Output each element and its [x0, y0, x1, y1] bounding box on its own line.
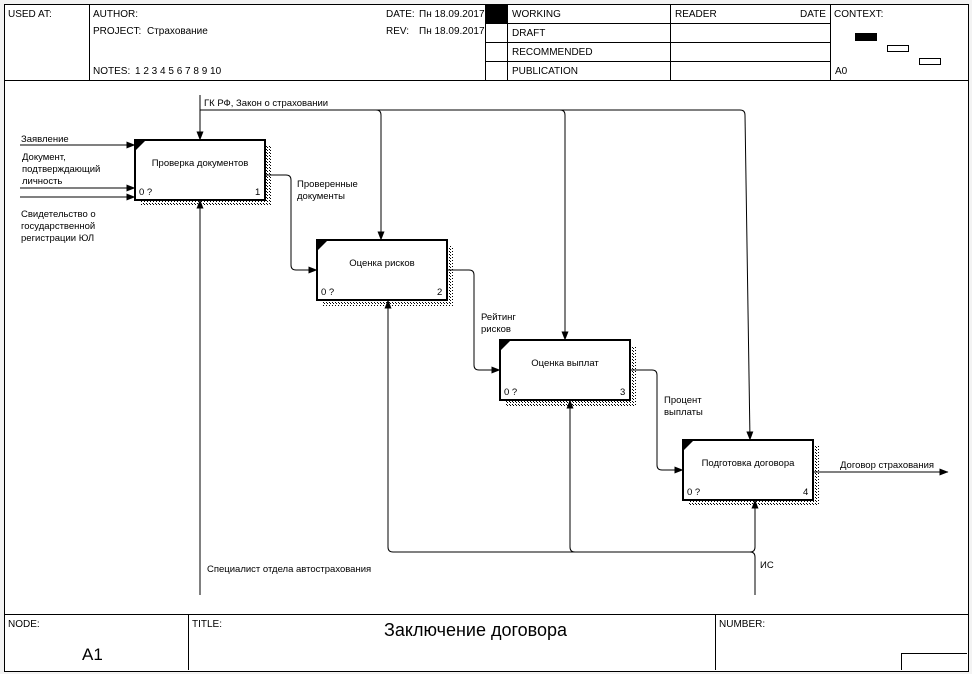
node-label: NODE:: [8, 619, 40, 630]
context-box-active: [855, 33, 877, 41]
node-value: A1: [82, 645, 103, 664]
project-value: Страхование: [147, 26, 208, 37]
box-4-title: Подготовка договора: [701, 458, 795, 469]
activity-box-1[interactable]: [134, 139, 266, 201]
notes-label: NOTES:: [93, 66, 131, 77]
activity-box-3[interactable]: [499, 339, 631, 401]
mechanism-bus: [384, 299, 756, 595]
output-arrow-3: [630, 369, 684, 474]
context-label: CONTEXT:: [834, 9, 884, 20]
control-bus: [200, 109, 746, 116]
project-label: PROJECT:: [93, 26, 142, 37]
box-3-cost: 0 ?: [504, 387, 518, 398]
context-node: A0: [835, 66, 848, 77]
input-3-label: Свидетельство о государственной регистра…: [21, 209, 96, 244]
working-marker: [486, 5, 507, 23]
output-3-label: Процент выплаты: [664, 395, 703, 418]
reader-date-label: DATE: [800, 9, 826, 20]
date-value: Пн 18.09.2017: [419, 9, 485, 20]
output-arrow-2: [447, 269, 501, 374]
mechanism-arrow-4: [749, 499, 759, 553]
output-arrow-1: [265, 174, 318, 274]
number-label: NUMBER:: [719, 619, 766, 630]
mechanism-1-label: Специалист отдела автострахования: [207, 564, 372, 575]
date-label: DATE:: [386, 9, 415, 20]
footer-corner-box: [901, 653, 967, 670]
input-2-label: Документ, подтверждающий личность: [22, 152, 101, 187]
output-4-label: Договор страхования: [840, 460, 935, 471]
status-recommended: RECOMMENDED: [512, 47, 593, 58]
input-1-label: Заявление: [21, 134, 69, 145]
rev-value: Пн 18.09.2017: [419, 26, 485, 37]
activity-box-4[interactable]: [682, 439, 814, 501]
output-2-label: Рейтинг рисков: [481, 312, 516, 335]
mechanism-2-label: ИС: [760, 560, 774, 571]
status-publication: PUBLICATION: [512, 66, 578, 77]
status-draft: DRAFT: [512, 28, 546, 39]
output-1-label: Проверенные документы: [297, 179, 358, 202]
activity-box-2[interactable]: [316, 239, 448, 301]
control-label: ГК РФ, Закон о страховании: [204, 98, 329, 109]
box-4-number: 4: [803, 487, 809, 498]
context-box: [919, 58, 941, 65]
reader-label: READER: [675, 9, 717, 20]
control-arrow-box2: [200, 109, 385, 241]
context-box: [887, 45, 909, 52]
control-arrow-box3: [559, 109, 569, 341]
mechanism-arrow-3: [566, 399, 576, 553]
control-arrow-box4: [744, 114, 754, 441]
diagram-title: Заключение договора: [384, 620, 568, 640]
notes-numbers: 1 2 3 4 5 6 7 8 9 10: [135, 66, 222, 77]
box-2-number: 2: [437, 287, 443, 298]
box-1-cost: 0 ?: [139, 187, 153, 198]
used-at-label: USED AT:: [8, 9, 52, 20]
status-working: WORKING: [512, 9, 561, 20]
box-1-number: 1: [255, 187, 261, 198]
box-2-cost: 0 ?: [321, 287, 335, 298]
box-4-cost: 0 ?: [687, 487, 701, 498]
box-3-title: Оценка выплат: [531, 358, 599, 369]
author-label: AUTHOR:: [93, 9, 138, 20]
rev-label: REV:: [386, 26, 409, 37]
box-1-title: Проверка документов: [151, 158, 249, 169]
title-label: TITLE:: [192, 619, 223, 630]
box-2-title: Оценка рисков: [349, 258, 415, 269]
box-3-number: 3: [620, 387, 626, 398]
idef0-frame: [4, 4, 969, 672]
